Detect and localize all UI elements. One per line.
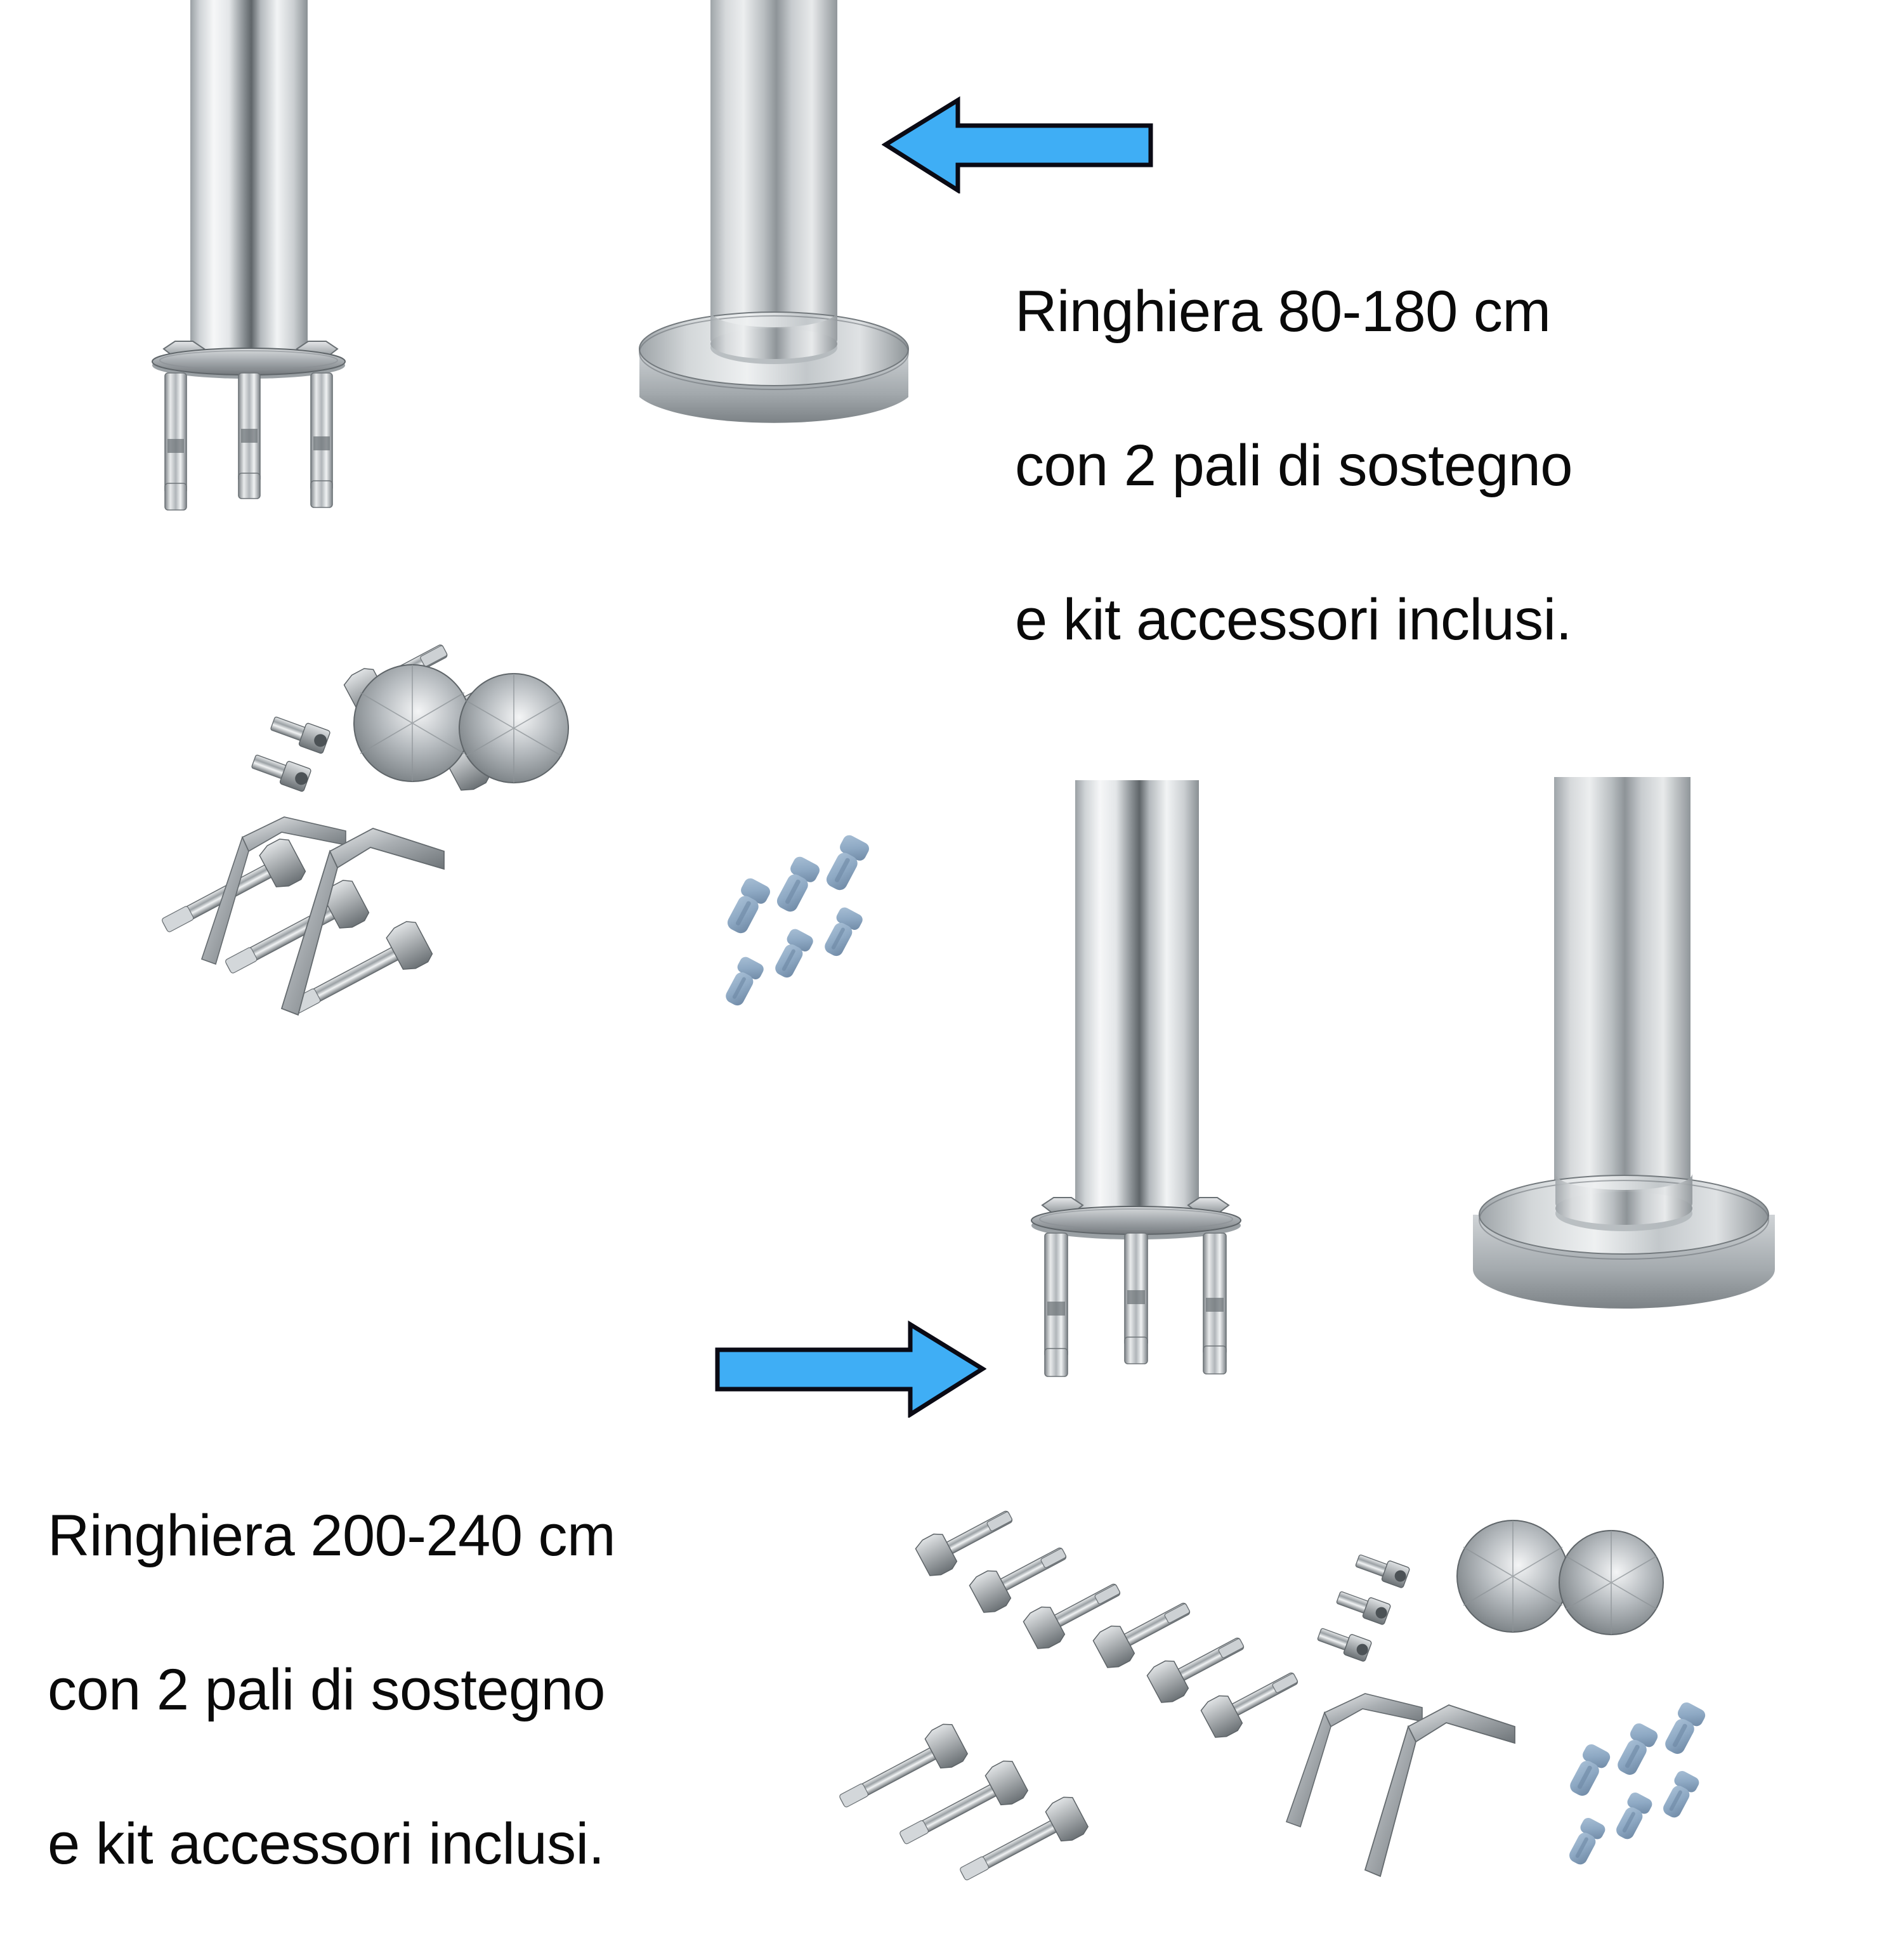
allen-key-group-bottom xyxy=(1285,1693,1515,1878)
post-tube xyxy=(1075,780,1199,1218)
railing-post-flange-base-bottom-left xyxy=(986,780,1329,1453)
expansion-anchor-bolt xyxy=(1203,1232,1227,1375)
anchor-bolt xyxy=(839,1723,969,1808)
wall-plug xyxy=(1665,1702,1706,1754)
post-tube xyxy=(710,0,837,349)
flange-base-plate xyxy=(1031,1206,1241,1239)
expansion-anchor-bolt xyxy=(310,372,333,508)
cap-screw xyxy=(1317,1628,1372,1662)
caption-top-line-3: e kit accessori inclusi. xyxy=(1015,587,1572,653)
allen-key xyxy=(1364,1704,1515,1878)
wall-plug xyxy=(1569,1817,1605,1865)
wall-plug xyxy=(1663,1770,1699,1818)
end-cap xyxy=(459,673,569,783)
anchor-bolt xyxy=(969,1547,1067,1613)
cap-screw-group-top xyxy=(251,716,330,792)
caption-top-line-1: Ringhiera 80-180 cm xyxy=(1015,279,1551,344)
accessory-kit-top xyxy=(25,644,926,1091)
product-image-canvas: Ringhiera 80-180 cm con 2 pali di sosteg… xyxy=(25,0,1808,1881)
caption-top: Ringhiera 80-180 cm con 2 pali di sosteg… xyxy=(1015,197,1573,736)
callout-arrow-right xyxy=(714,1319,986,1418)
anchor-bolt xyxy=(1092,1602,1191,1668)
railing-post-flange-base-top-left xyxy=(114,0,444,603)
base-cover-plate xyxy=(639,311,909,423)
wall-plug xyxy=(727,878,770,934)
arrow-left-shape xyxy=(882,96,1153,193)
cap-screw xyxy=(251,754,311,792)
wall-plug xyxy=(1570,1744,1611,1796)
allen-key xyxy=(280,828,445,1016)
end-cap xyxy=(1456,1520,1569,1633)
wall-plug xyxy=(825,907,863,957)
cap-screw xyxy=(1355,1554,1410,1588)
callout-arrow-left xyxy=(882,95,1154,193)
end-cap xyxy=(1559,1530,1664,1635)
accessory-kit-bottom xyxy=(839,1503,1770,1909)
anchor-bolt xyxy=(960,1796,1089,1881)
wall-plug xyxy=(1616,1792,1652,1839)
post-tube xyxy=(190,0,308,362)
anchor-bolt xyxy=(162,839,306,932)
post-tube xyxy=(1554,777,1690,1215)
anchor-bolt xyxy=(1200,1672,1298,1738)
wall-plug-group-bottom xyxy=(1569,1702,1706,1865)
wall-plug xyxy=(775,929,813,978)
railing-post-base-cover-top-right xyxy=(609,0,939,565)
caption-bottom: Ringhiera 200-240 cm con 2 pali di soste… xyxy=(48,1421,616,1960)
wall-plug xyxy=(826,835,869,891)
end-cap-group-bottom xyxy=(1456,1520,1664,1635)
expansion-anchor-bolt xyxy=(1124,1232,1148,1364)
caption-bottom-line-2: con 2 pali di sostegno xyxy=(48,1657,605,1723)
base-cover-plate xyxy=(1473,1173,1775,1309)
anchor-bolt xyxy=(899,1760,1029,1845)
caption-bottom-line-1: Ringhiera 200-240 cm xyxy=(48,1503,616,1569)
anchor-bolt xyxy=(915,1510,1013,1576)
anchor-bolt xyxy=(1146,1637,1245,1703)
expansion-anchor-bolt xyxy=(238,372,261,499)
railing-post-base-cover-bottom-right xyxy=(1440,777,1808,1430)
wall-plug-group-top xyxy=(726,835,869,1006)
arrow-right-shape xyxy=(715,1320,986,1418)
caption-bottom-line-3: e kit accessori inclusi. xyxy=(48,1812,605,1877)
wall-plug xyxy=(1618,1723,1658,1775)
anchor-bolt xyxy=(289,921,433,1015)
end-cap-group-top xyxy=(353,664,569,783)
wall-plug xyxy=(726,957,764,1006)
expansion-anchor-bolt xyxy=(1044,1232,1068,1377)
cap-screw xyxy=(270,716,330,754)
cap-screw-group-bottom xyxy=(1317,1554,1410,1662)
allen-key-group-top xyxy=(200,816,445,1016)
expansion-anchor-bolt xyxy=(164,372,187,511)
caption-top-line-2: con 2 pali di sostegno xyxy=(1015,433,1573,499)
end-cap xyxy=(353,664,471,782)
anchor-bolt-group-bottom xyxy=(839,1510,1298,1881)
cap-screw xyxy=(1336,1591,1391,1625)
flange-base-plate xyxy=(152,348,346,379)
wall-plug xyxy=(776,856,820,912)
anchor-bolt xyxy=(1023,1583,1121,1649)
